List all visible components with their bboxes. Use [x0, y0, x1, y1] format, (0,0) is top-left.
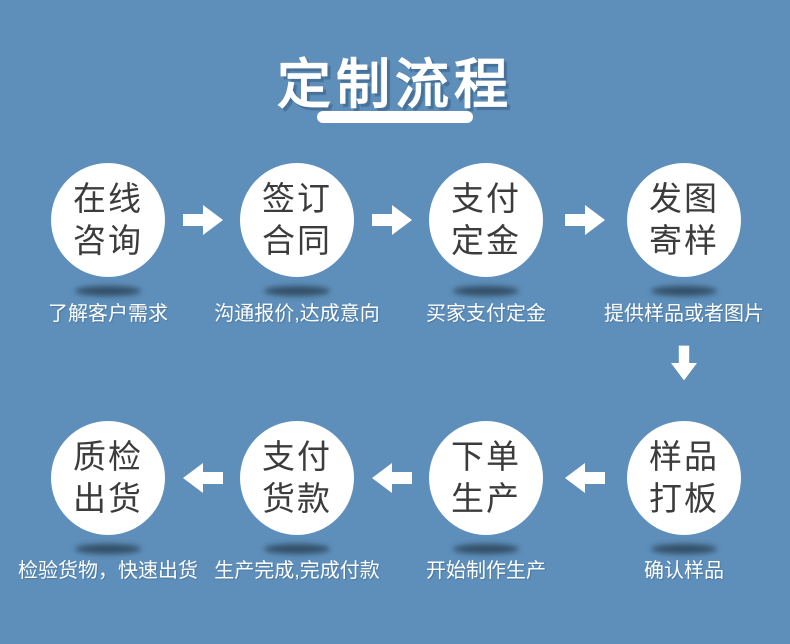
step-label: 在线	[73, 180, 143, 217]
step-caption: 确认样品	[644, 560, 724, 582]
step-circle-sample-making: 样品 打板	[627, 421, 741, 535]
circle-shadow	[651, 286, 717, 296]
arrow-left-icon	[183, 463, 223, 493]
circle-shadow	[651, 544, 717, 554]
circle-shadow	[264, 544, 330, 554]
step-circle-online-consult: 在线 咨询	[51, 163, 165, 277]
arrow-left-icon	[565, 463, 605, 493]
step-caption: 检验货物，快速出货	[18, 560, 198, 582]
circle-shadow	[75, 286, 141, 296]
step-circle-send-samples: 发图 寄样	[627, 163, 741, 277]
step-label: 生产	[451, 480, 521, 517]
step-label: 发图	[649, 180, 719, 217]
step-circle-sign-contract: 签订 合同	[240, 163, 354, 277]
step-circle-pay-balance: 支付 货款	[240, 421, 354, 535]
step-label: 支付	[262, 438, 332, 475]
arrow-down-icon	[671, 344, 697, 382]
step-label: 合同	[262, 222, 332, 259]
step-caption: 沟通报价,达成意向	[214, 303, 380, 325]
step-label: 样品	[649, 438, 719, 475]
step-label: 打板	[649, 480, 719, 517]
step-label: 支付	[451, 180, 521, 217]
step-caption: 开始制作生产	[426, 560, 546, 582]
arrow-right-icon	[183, 205, 223, 235]
step-circle-order-production: 下单 生产	[429, 421, 543, 535]
page-title: 定制流程	[277, 55, 513, 115]
arrow-right-icon	[372, 205, 412, 235]
title-underline	[317, 111, 473, 123]
circle-shadow	[453, 544, 519, 554]
step-caption: 买家支付定金	[426, 303, 546, 325]
step-caption: 了解客户需求	[48, 303, 168, 325]
circle-shadow	[75, 544, 141, 554]
arrow-left-icon	[372, 463, 412, 493]
step-circle-pay-deposit: 支付 定金	[429, 163, 543, 277]
circle-shadow	[453, 286, 519, 296]
step-label: 签订	[262, 180, 332, 217]
step-caption: 生产完成,完成付款	[214, 560, 380, 582]
step-label: 定金	[451, 222, 521, 259]
step-label: 下单	[451, 438, 521, 475]
step-circle-qc-ship: 质检 出货	[51, 421, 165, 535]
step-label: 寄样	[649, 222, 719, 259]
arrow-right-icon	[565, 205, 605, 235]
step-caption: 提供样品或者图片	[604, 303, 764, 325]
step-label: 出货	[73, 480, 143, 517]
step-label: 咨询	[73, 222, 143, 259]
step-label: 质检	[73, 438, 143, 475]
circle-shadow	[264, 286, 330, 296]
step-label: 货款	[262, 480, 332, 517]
